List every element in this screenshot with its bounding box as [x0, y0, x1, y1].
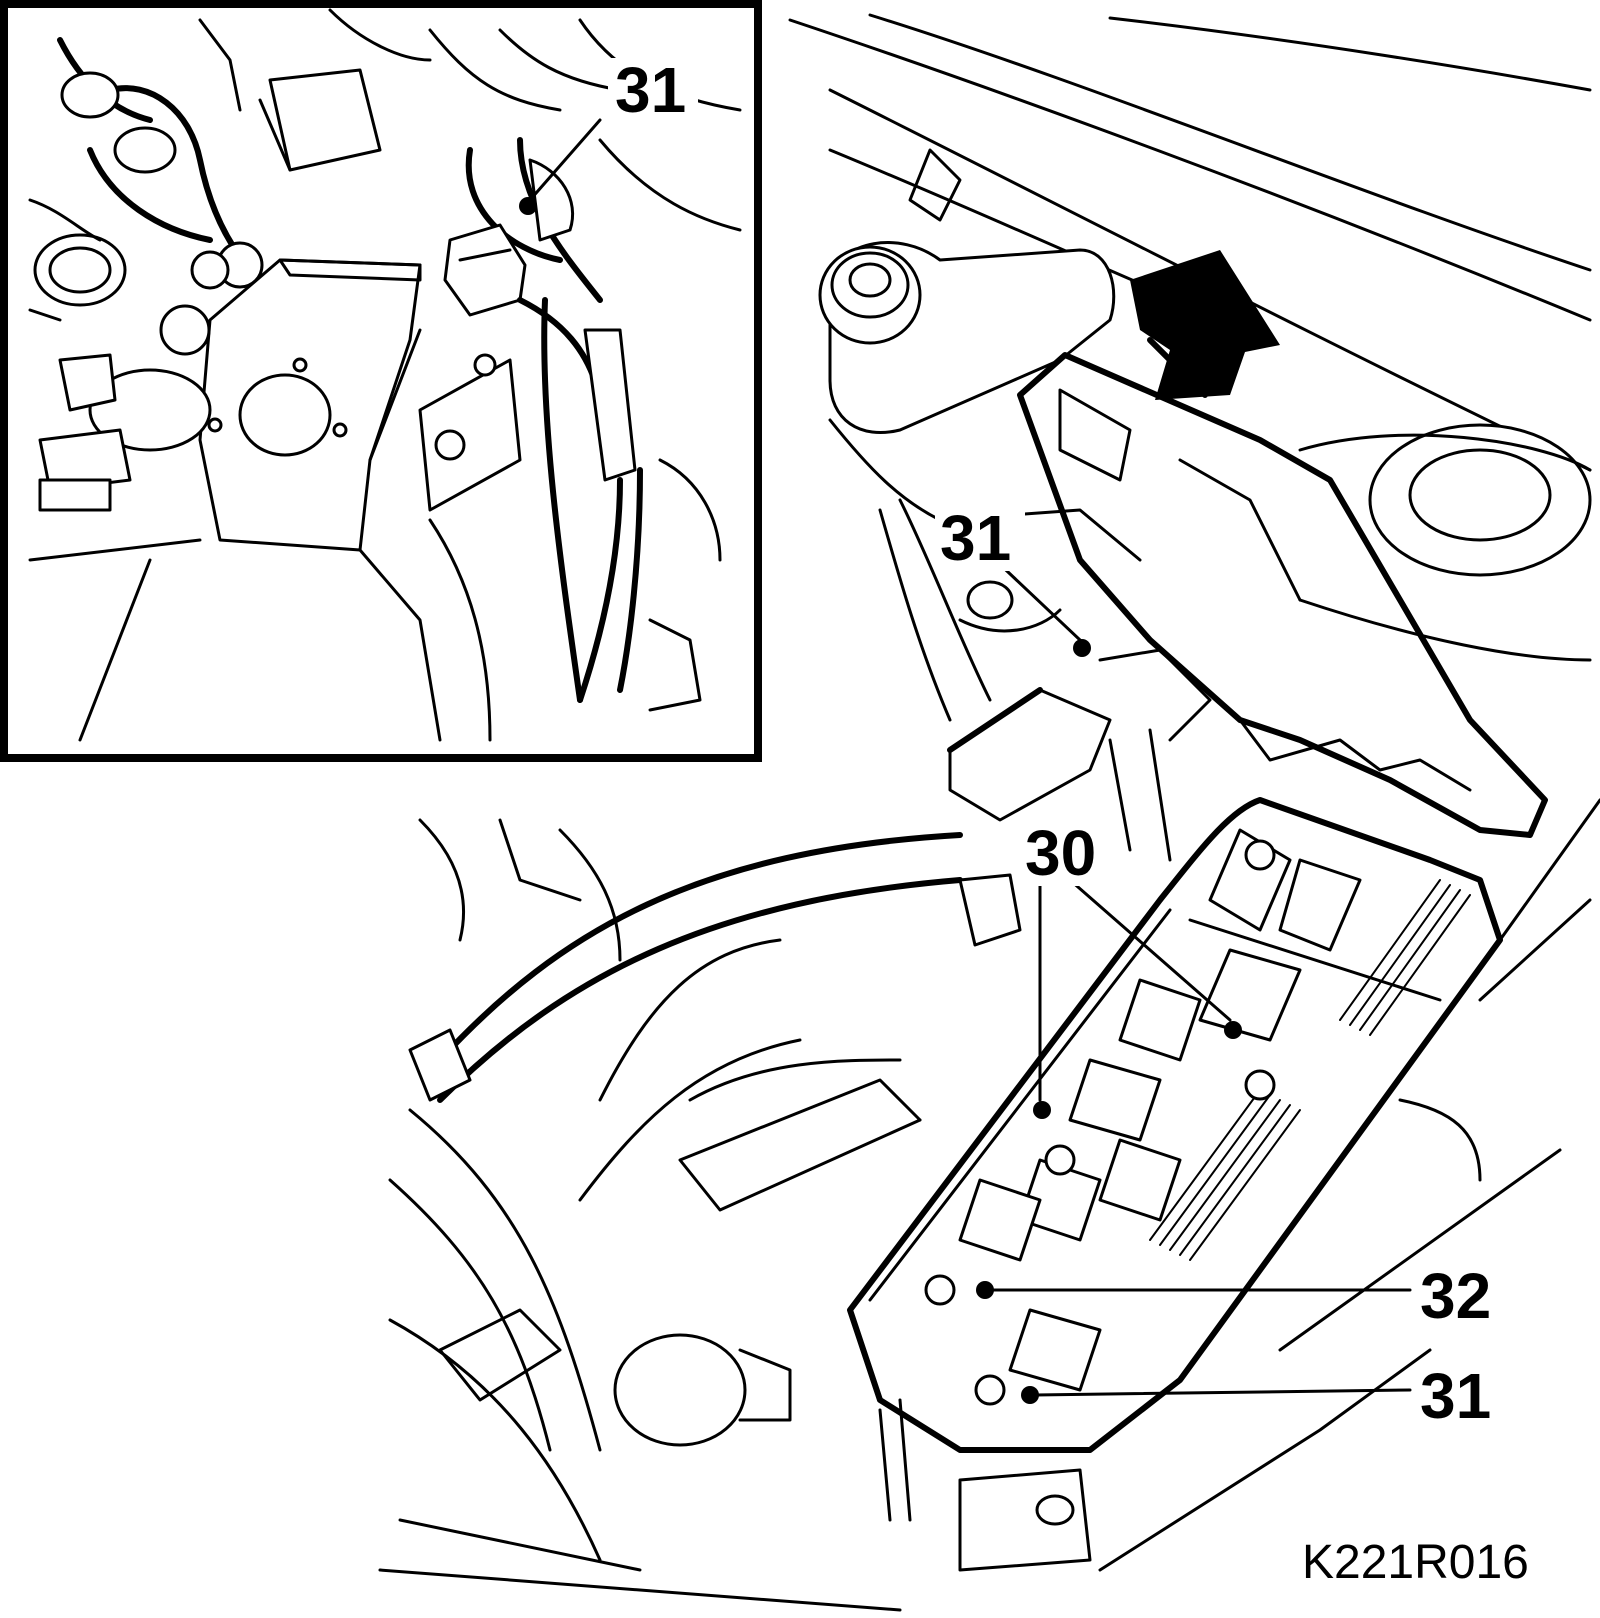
callout-30: 30 — [1025, 817, 1096, 889]
inset-panel — [0, 0, 762, 762]
callout-32: 32 — [1420, 1260, 1491, 1332]
fuse-strip — [1149, 879, 1471, 1261]
figure-code: K221R016 — [1302, 1536, 1529, 1589]
callout-inset-31: 31 — [615, 54, 686, 126]
engine-bay-drawing — [378, 13, 1600, 1612]
callout-lower-31: 31 — [1420, 1360, 1491, 1432]
callout-upper-31: 31 — [940, 502, 1011, 574]
inset-drawing — [28, 8, 742, 742]
